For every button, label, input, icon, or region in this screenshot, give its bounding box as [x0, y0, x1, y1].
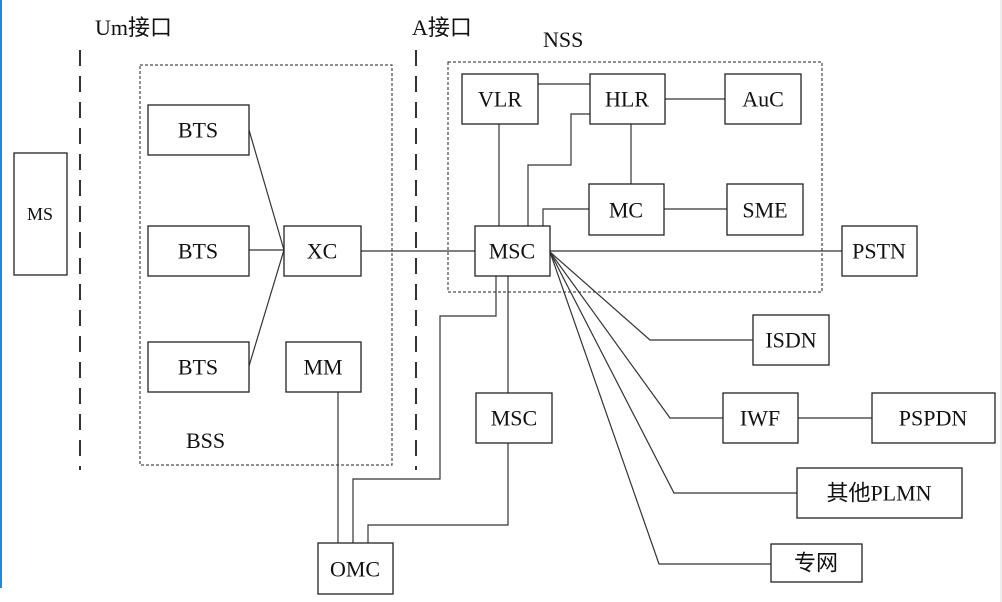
svg-text:PSPDN: PSPDN [899, 406, 968, 431]
node-isdn: ISDN [752, 314, 830, 366]
svg-text:ISDN: ISDN [765, 328, 816, 353]
svg-text:其他PLMN: 其他PLMN [826, 481, 931, 506]
node-xc: XC [283, 225, 362, 277]
svg-text:NSS: NSS [543, 27, 583, 52]
node-bts-2: BTS [147, 225, 250, 277]
edge-msc-plmn [549, 251, 797, 494]
svg-text:VLR: VLR [478, 87, 522, 112]
node-mm: MM [285, 341, 362, 393]
svg-text:AuC: AuC [742, 87, 784, 112]
svg-text:MS: MS [27, 204, 53, 224]
node-hlr: HLR [589, 73, 666, 125]
connections [248, 83, 872, 565]
nss-group-label: NSS [543, 27, 583, 52]
svg-text:BSS: BSS [186, 428, 225, 453]
nss-group-box [447, 61, 823, 293]
svg-text:专网: 专网 [794, 551, 838, 576]
node-private-network: 专网 [770, 543, 863, 583]
svg-text:MSC: MSC [489, 239, 535, 264]
edge-msc-omc [352, 276, 497, 543]
um-interface-label: Um接口 [95, 15, 172, 40]
node-omc: OMC [317, 542, 394, 595]
node-bts-1: BTS [147, 104, 250, 156]
bss-group-label: BSS [186, 428, 225, 453]
node-ms: MS [13, 152, 68, 276]
svg-text:SME: SME [742, 198, 787, 223]
svg-text:MC: MC [609, 198, 643, 223]
bss-group-box [139, 64, 393, 466]
svg-text:BTS: BTS [178, 239, 218, 264]
edge-bts3-xc [248, 249, 285, 367]
edge-mc-msc [542, 208, 589, 226]
node-vlr: VLR [461, 73, 539, 125]
window-right-border [1000, 0, 1002, 602]
svg-text:HLR: HLR [605, 87, 649, 112]
a-interface-label: A接口 [412, 15, 472, 40]
svg-text:A接口: A接口 [412, 15, 472, 40]
node-iwf: IWF [722, 392, 799, 444]
svg-text:OMC: OMC [330, 557, 380, 582]
svg-text:MSC: MSC [491, 406, 537, 431]
edge-msc-private [549, 251, 771, 565]
svg-text:BTS: BTS [178, 118, 218, 143]
svg-text:MM: MM [303, 355, 342, 380]
node-bts-3: BTS [147, 341, 250, 393]
node-pstn: PSTN [841, 225, 918, 277]
node-other-plmn: 其他PLMN [796, 467, 963, 519]
edge-bts1-xc [248, 129, 285, 251]
edge-msc-isdn [549, 251, 753, 341]
svg-text:XC: XC [307, 239, 338, 264]
svg-text:Um接口: Um接口 [95, 15, 172, 40]
node-sme: SME [726, 183, 804, 236]
svg-text:PSTN: PSTN [852, 239, 906, 264]
svg-text:IWF: IWF [740, 406, 780, 431]
edge-msc-iwf [549, 251, 723, 419]
node-auc: AuC [724, 73, 802, 125]
node-msc-main: MSC [474, 225, 551, 277]
window-left-border [0, 0, 2, 588]
svg-text:BTS: BTS [178, 355, 218, 380]
node-mc: MC [588, 183, 665, 236]
node-pspdn: PSPDN [871, 392, 996, 444]
node-msc-secondary: MSC [475, 392, 553, 444]
edge-hlr-msc [527, 113, 590, 226]
edge-msc2-omc [367, 443, 509, 543]
